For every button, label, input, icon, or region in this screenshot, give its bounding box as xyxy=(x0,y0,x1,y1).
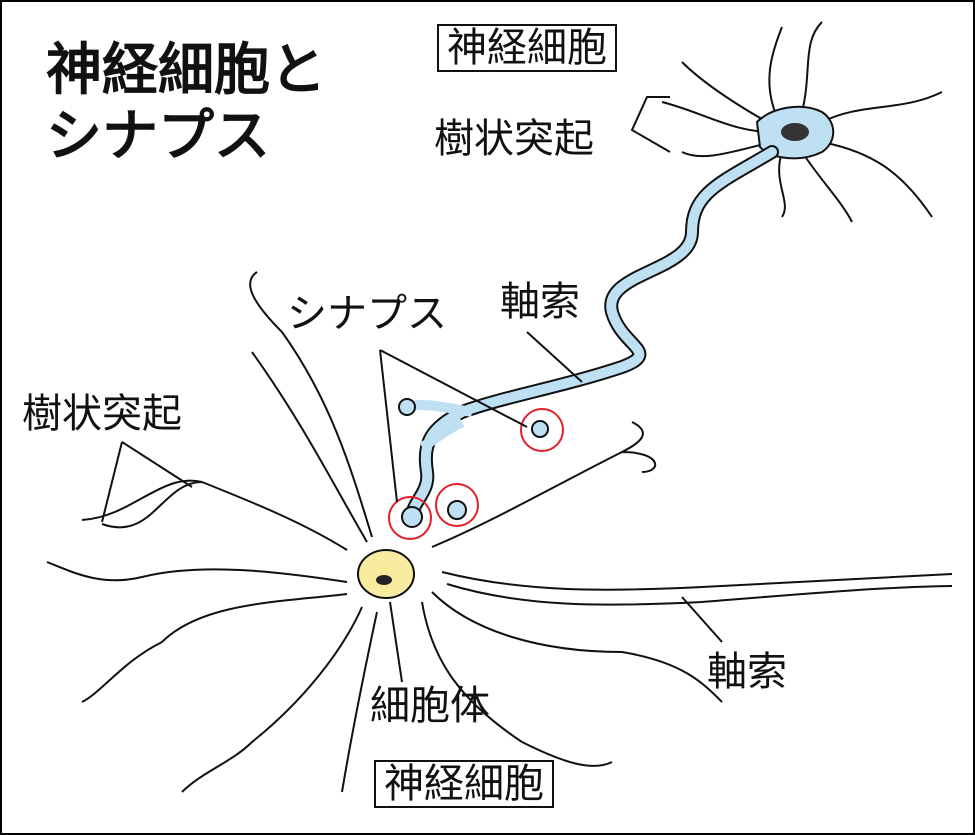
title-line-2: シナプス xyxy=(46,104,270,169)
lower-nucleus xyxy=(376,575,392,585)
label-axon-top: 軸索 xyxy=(500,279,580,325)
leader-lines xyxy=(101,96,723,683)
synaptic-terminals xyxy=(398,398,549,528)
label-axon-bottom: 軸索 xyxy=(707,649,787,695)
label-neuron-top: 神経細胞 xyxy=(437,24,617,72)
label-cell-body: 細胞体 xyxy=(370,683,490,729)
axon xyxy=(405,145,779,524)
lower-cell-body xyxy=(357,549,415,599)
lower-neuron-outline xyxy=(46,271,953,793)
upper-neuron-dendrites xyxy=(661,21,943,223)
label-dendrite-top: 樹状突起 xyxy=(434,116,594,162)
title-line-1: 神経細胞と xyxy=(46,38,326,103)
page-title: 神経細胞と シナプス xyxy=(46,38,326,170)
label-dendrite-left: 樹状突起 xyxy=(22,391,182,437)
label-synapse: シナプス xyxy=(287,291,447,337)
upper-nucleus xyxy=(781,123,809,141)
label-neuron-bottom: 神経細胞 xyxy=(374,760,554,808)
synapse-circles xyxy=(388,408,564,540)
